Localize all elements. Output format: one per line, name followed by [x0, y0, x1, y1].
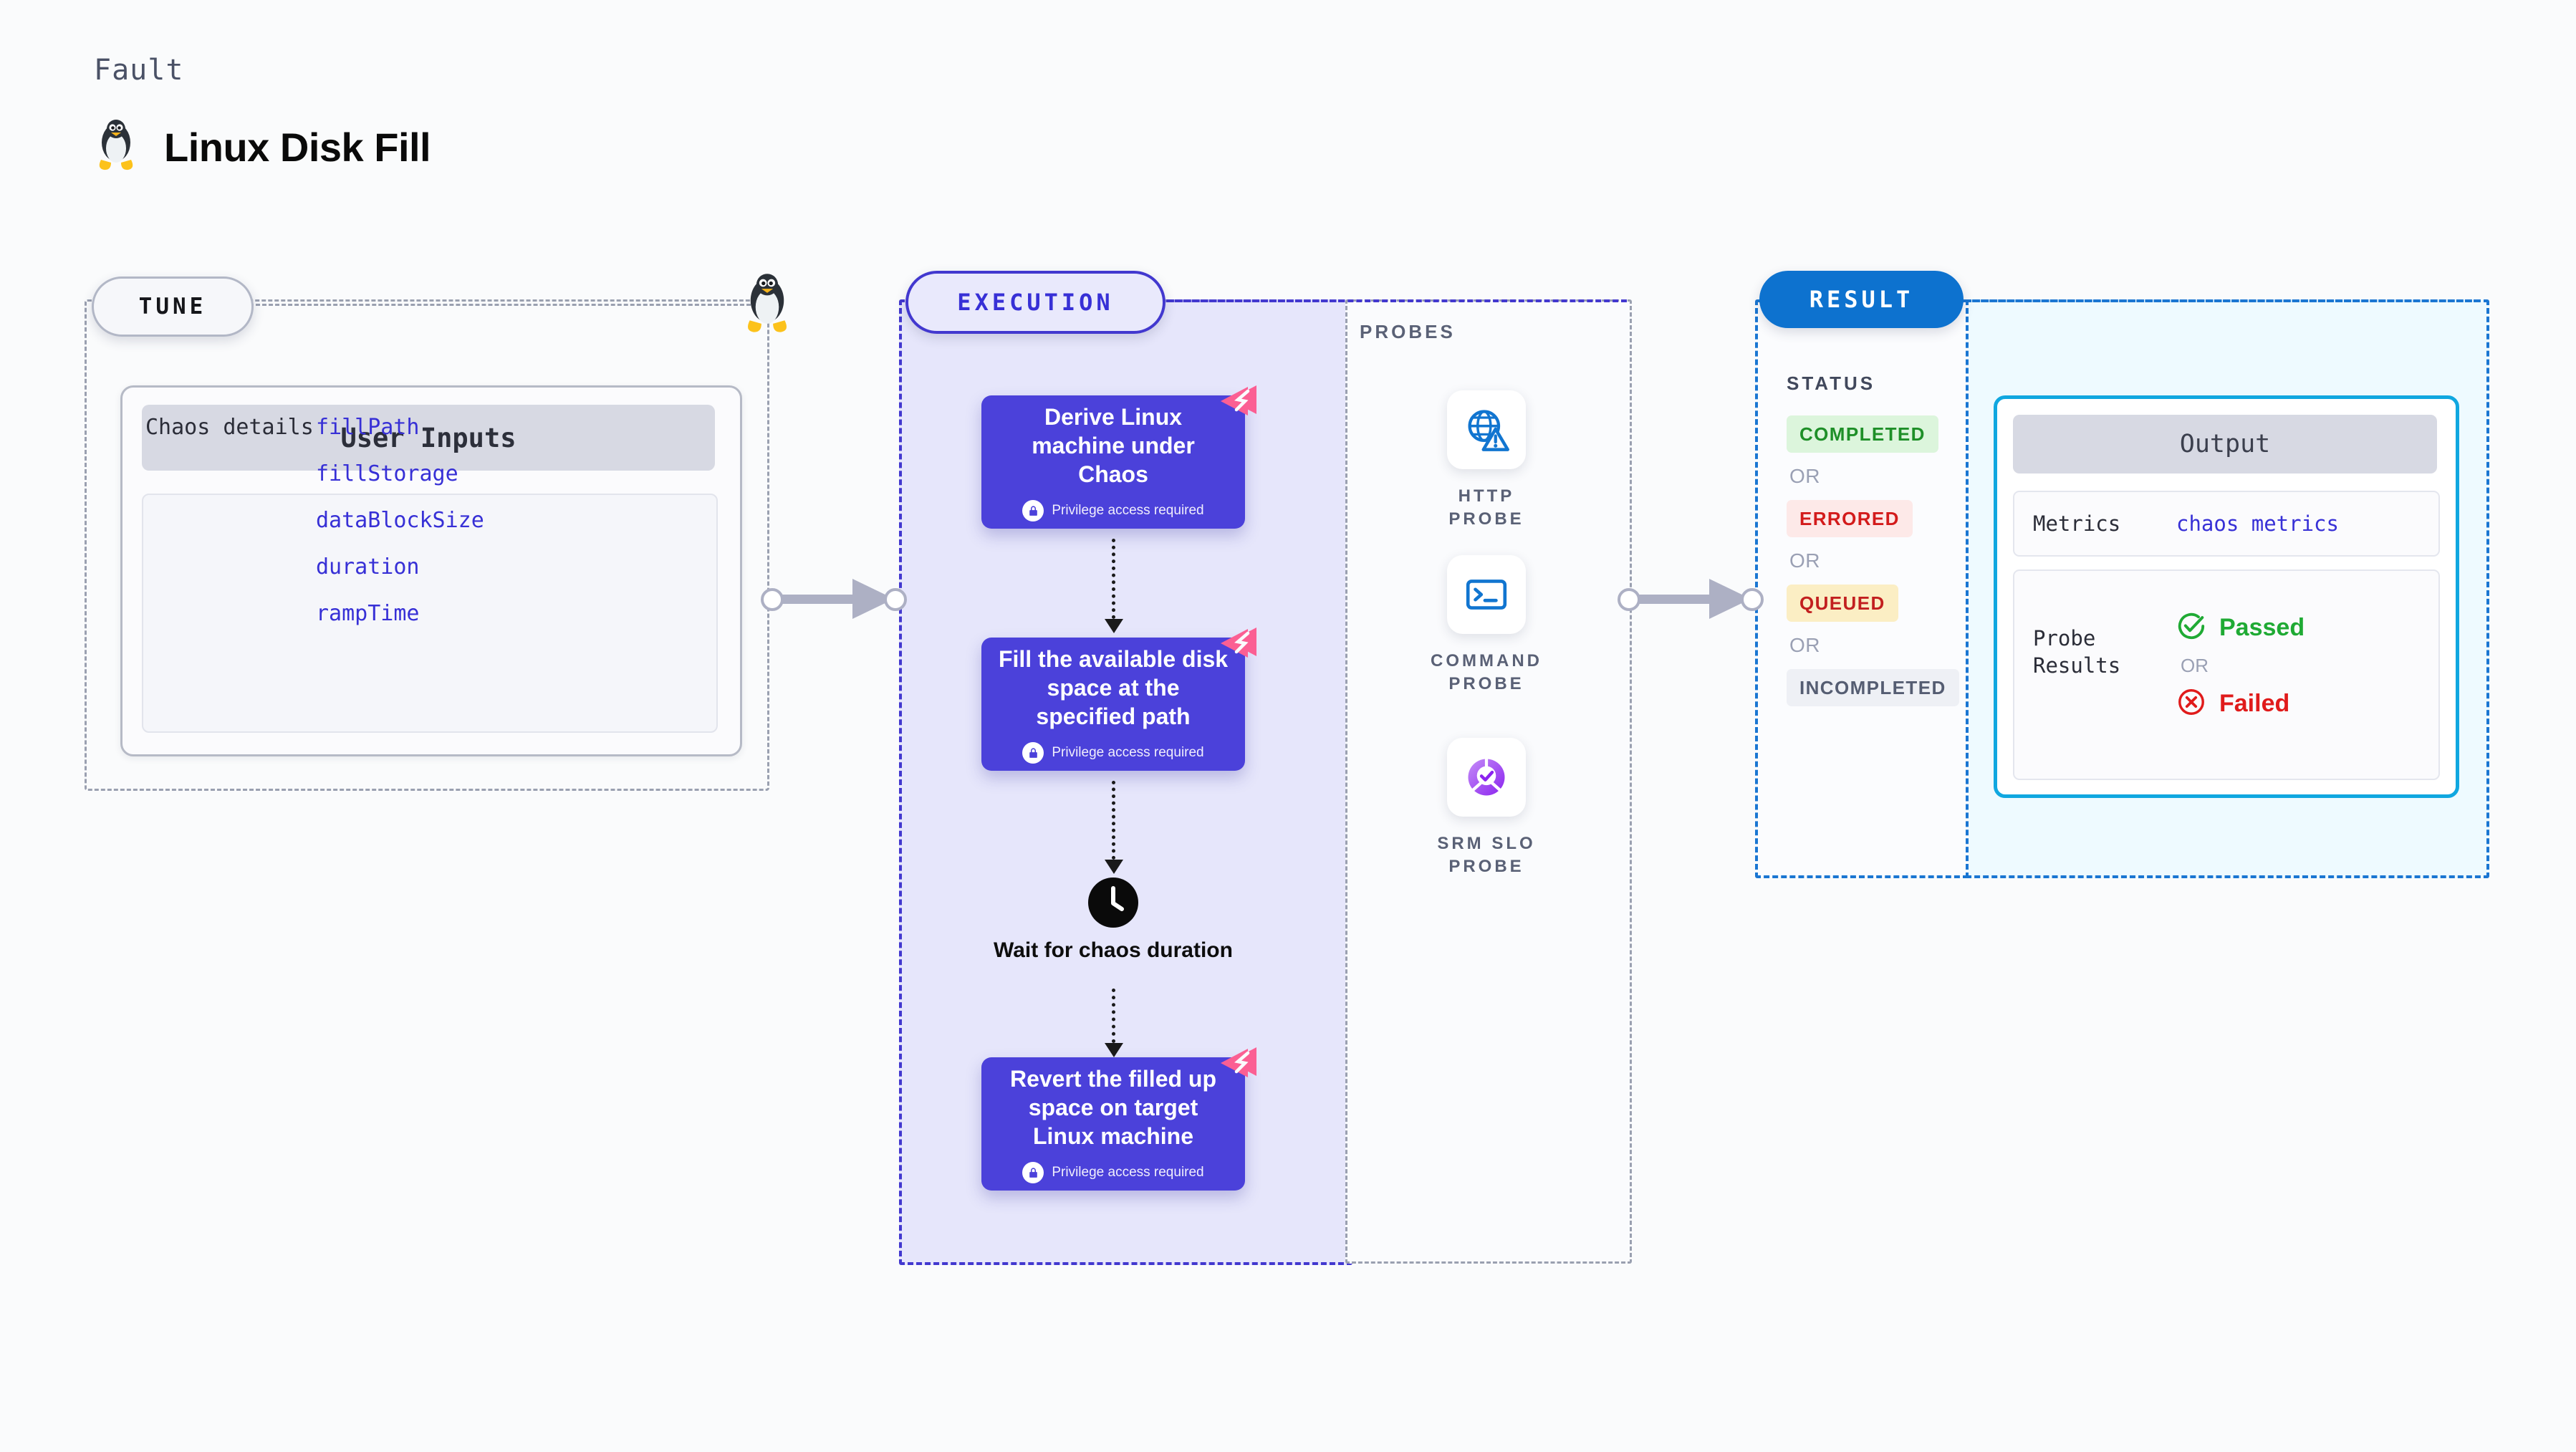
- probe-http-label: HTTP PROBE: [1448, 486, 1524, 529]
- globe-warning-icon: [1447, 390, 1526, 469]
- param-datablocksize[interactable]: dataBlockSize: [316, 508, 484, 533]
- probe-result-passed: Passed: [2176, 611, 2305, 645]
- status-badge-incompleted: INCOMPLETED: [1787, 669, 1959, 706]
- probe-srm-slo[interactable]: SRM SLO PROBE: [1422, 738, 1551, 879]
- probes-section-label: PROBES: [1360, 321, 1456, 342]
- output-probe-results-key: Probe Results: [2033, 626, 2121, 678]
- user-inputs-header: User Inputs: [142, 405, 715, 471]
- probe-result-or: OR: [2181, 655, 2209, 676]
- execution-connector-2: [1112, 781, 1115, 860]
- fault-title-row: Linux Disk Fill: [94, 118, 431, 176]
- execution-connector-line: [1160, 299, 1627, 302]
- chaos-details-label: Chaos details: [145, 415, 314, 440]
- execution-connector-3: [1112, 989, 1115, 1043]
- lock-icon: [1022, 500, 1044, 521]
- execution-step-2-title: Fill the available disk space at the spe…: [998, 646, 1229, 729]
- output-metrics-row: Metrics chaos metrics: [2013, 491, 2440, 557]
- status-badge-queued: QUEUED: [1787, 585, 1898, 622]
- chaos-fault-badge-icon: [1216, 622, 1261, 666]
- execution-step-1-privilege: Privilege access required: [1022, 500, 1204, 521]
- execution-connector-1: [1112, 539, 1115, 619]
- status-badge-list: COMPLETED OR ERRORED OR QUEUED OR INCOMP…: [1787, 415, 1959, 706]
- execution-step-1-title: Derive Linux machine under Chaos: [1032, 404, 1195, 487]
- param-fillpath[interactable]: fillPath: [316, 415, 420, 440]
- fault-eyebrow-label: Fault: [94, 54, 184, 87]
- slo-donut-check-icon: [1447, 738, 1526, 817]
- probe-command[interactable]: COMMAND PROBE: [1422, 555, 1551, 696]
- user-inputs-header-label: User Inputs: [340, 422, 516, 453]
- execution-connector-2-arrowhead: [1105, 860, 1123, 874]
- probe-srm-slo-label: SRM SLO PROBE: [1437, 834, 1536, 877]
- linux-tux-icon: [94, 118, 138, 176]
- tune-connector-line: [249, 304, 751, 306]
- tune-pill-label: TUNE: [138, 294, 207, 319]
- user-inputs-card: User Inputs Chaos details fillPath fillS…: [120, 385, 742, 756]
- tune-section-boundary: [85, 299, 769, 791]
- execution-step-3-privilege-label: Privilege access required: [1052, 1165, 1204, 1180]
- status-or-3: OR: [1789, 634, 1820, 656]
- status-label: STATUS: [1787, 372, 1876, 394]
- tune-to-execution-arrow: [761, 579, 907, 619]
- execution-step-1-privilege-label: Privilege access required: [1052, 503, 1204, 518]
- result-section-pill[interactable]: RESULT: [1759, 271, 1964, 328]
- probe-http[interactable]: HTTP PROBE: [1422, 390, 1551, 532]
- lock-icon: [1022, 1162, 1044, 1183]
- chaos-fault-badge-icon: [1216, 1042, 1261, 1086]
- clock-icon: [1088, 878, 1138, 928]
- output-metrics-key: Metrics: [2033, 511, 2121, 536]
- execution-step-2-privilege-label: Privilege access required: [1052, 745, 1204, 760]
- execution-connector-1-arrowhead: [1105, 619, 1123, 633]
- param-fillstorage[interactable]: fillStorage: [316, 461, 458, 486]
- param-duration[interactable]: duration: [316, 554, 420, 580]
- user-inputs-body: [142, 494, 718, 733]
- output-card-header: Output: [2013, 415, 2437, 473]
- result-connector-line: [1964, 299, 2479, 302]
- check-circle-icon: [2176, 611, 2206, 645]
- output-metrics-value[interactable]: chaos metrics: [2176, 511, 2339, 536]
- execution-step-1[interactable]: Derive Linux machine under Chaos Privile…: [981, 385, 1256, 529]
- execution-step-3-privilege: Privilege access required: [1022, 1162, 1204, 1183]
- probe-result-failed-label: Failed: [2219, 690, 2290, 717]
- x-circle-icon: [2176, 687, 2206, 721]
- status-or-2: OR: [1789, 549, 1820, 572]
- execution-section-pill[interactable]: EXECUTION: [905, 271, 1166, 334]
- execution-step-2[interactable]: Fill the available disk space at the spe…: [981, 628, 1256, 771]
- linux-tux-icon: [741, 269, 793, 338]
- execution-to-result-arrow: [1618, 579, 1764, 619]
- chaos-details-param-list: fillPath fillStorage dataBlockSize durat…: [316, 415, 484, 626]
- execution-connector-3-arrowhead: [1105, 1043, 1123, 1057]
- output-card-header-label: Output: [2179, 430, 2271, 458]
- execution-step-2-privilege: Privilege access required: [1022, 742, 1204, 764]
- probe-command-label: COMMAND PROBE: [1431, 651, 1542, 694]
- output-card: Output Metrics chaos metrics Probe Resul…: [1994, 395, 2459, 798]
- status-badge-completed: COMPLETED: [1787, 415, 1938, 453]
- status-badge-errored: ERRORED: [1787, 500, 1913, 537]
- chaos-fault-badge-icon: [1216, 380, 1261, 424]
- param-ramptime[interactable]: rampTime: [316, 601, 420, 626]
- execution-step-3-title: Revert the filled up space on target Lin…: [1009, 1066, 1217, 1149]
- output-probe-results-row: Probe Results Passed OR: [2013, 569, 2440, 780]
- page-title: Linux Disk Fill: [164, 125, 431, 170]
- execution-step-3[interactable]: Revert the filled up space on target Lin…: [981, 1047, 1256, 1191]
- status-or-1: OR: [1789, 465, 1820, 487]
- execution-pill-label: EXECUTION: [957, 289, 1114, 316]
- result-pill-label: RESULT: [1809, 286, 1914, 313]
- wait-for-chaos-duration-label: Wait for chaos duration: [994, 938, 1233, 962]
- probe-result-failed: Failed: [2176, 687, 2305, 721]
- terminal-icon: [1447, 555, 1526, 634]
- probe-result-passed-label: Passed: [2219, 614, 2305, 641]
- tune-section-pill[interactable]: TUNE: [92, 277, 254, 337]
- lock-icon: [1022, 742, 1044, 764]
